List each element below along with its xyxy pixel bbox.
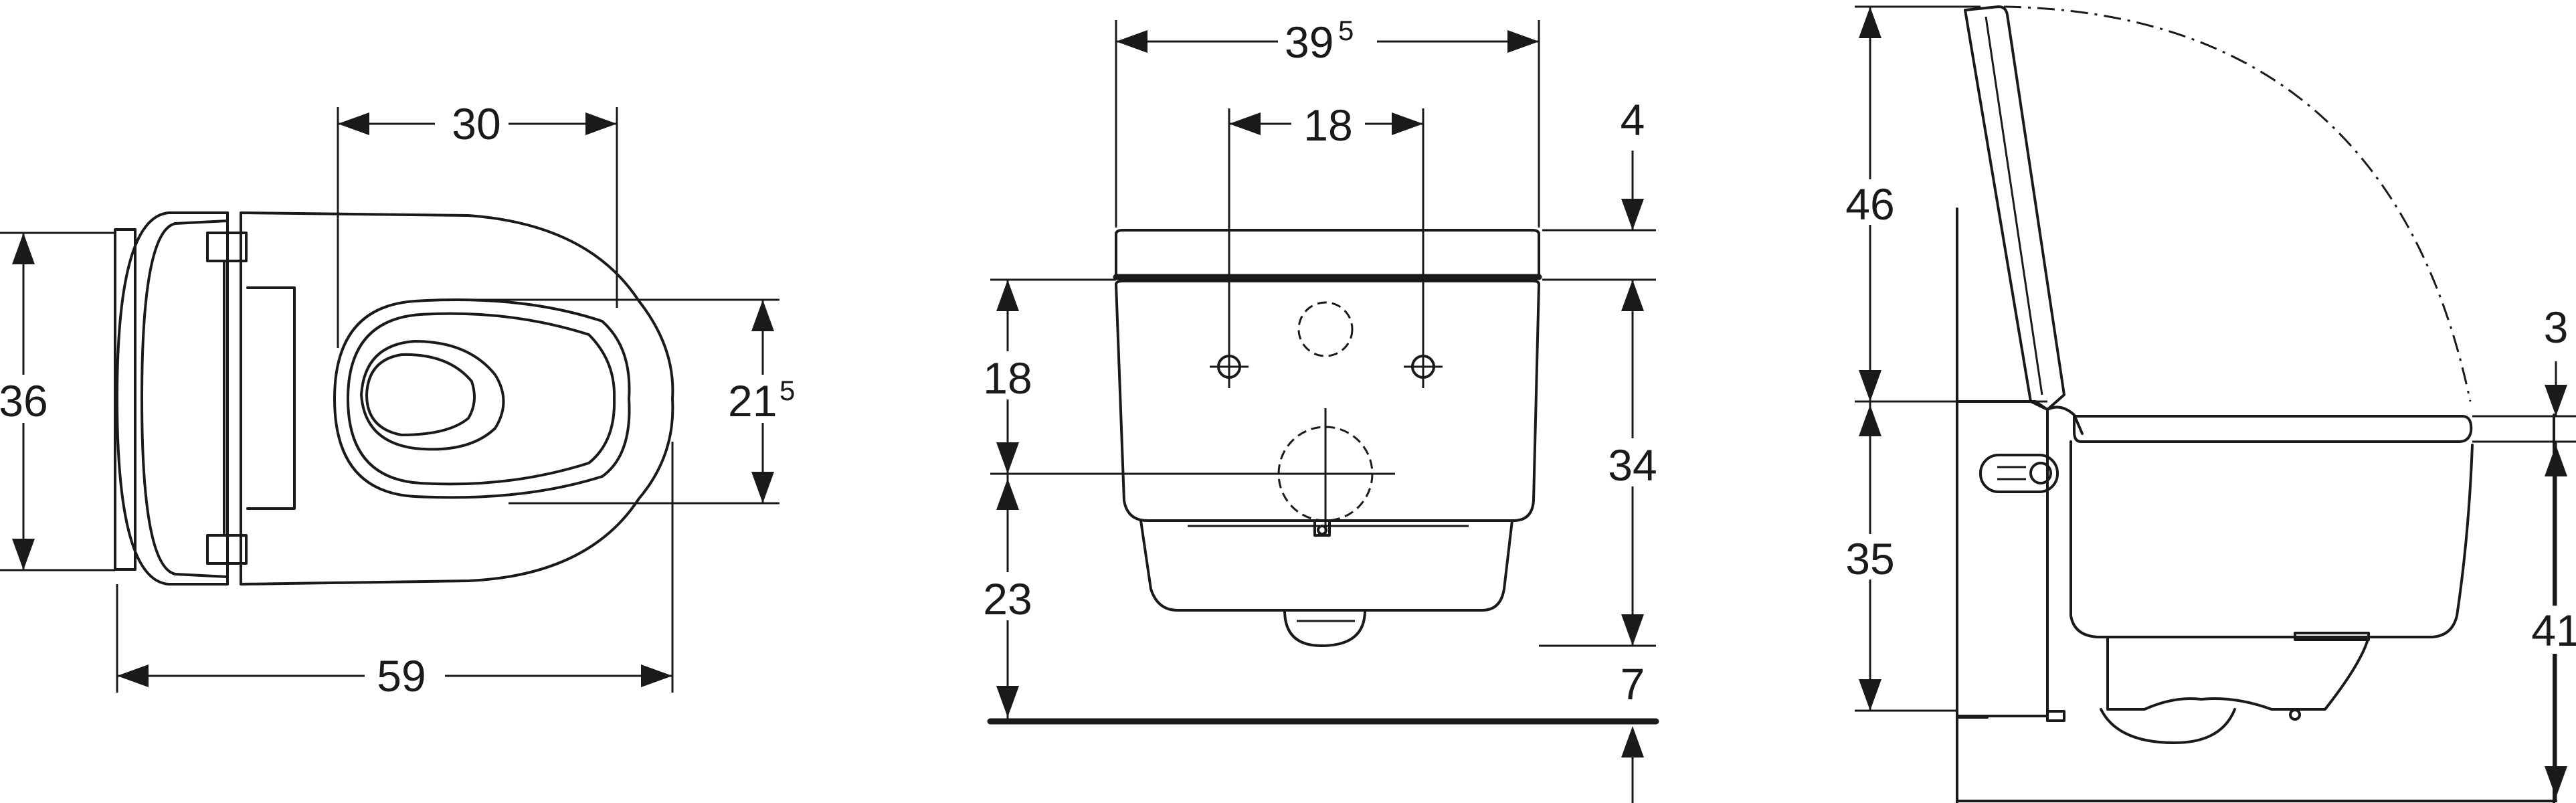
arrow-34-bottom: [1621, 614, 1644, 646]
dim-label-seat-thickness: 4: [1621, 95, 1645, 145]
dim-label-top-depth: 36: [0, 376, 48, 426]
hinge-top: [206, 232, 248, 262]
arrow-41-bottom: [2545, 766, 2567, 798]
arrow-4: [1621, 199, 1644, 230]
arrow-35-bottom: [1859, 679, 1881, 711]
dim-label-rim-height: 41: [2531, 606, 2576, 655]
dim-label-bowl-inner-sup: 5: [779, 375, 795, 406]
arrow-59-right: [641, 664, 672, 687]
dim-label-body-height: 34: [1608, 440, 1657, 490]
bowl-rim-inner: [347, 312, 616, 486]
side-screw: [2289, 709, 2301, 721]
arrow-59-left: [117, 664, 149, 687]
arrow-18v-bottom: [996, 442, 1019, 474]
seat-strip: [1115, 229, 1540, 277]
lid-inner-edge: [1985, 16, 2043, 395]
side-vent: [2294, 632, 2370, 641]
drain-outlet: [2100, 708, 2236, 744]
arrow-395-left: [1116, 30, 1147, 53]
arrow-46-top: [1859, 7, 1881, 38]
frame-foot-pad: [2046, 710, 2065, 722]
arrow-395-right: [1507, 30, 1539, 53]
lid-swing-arc: [2003, 5, 2472, 402]
arrow-18h-right: [1392, 112, 1423, 135]
lower-pan: [1139, 519, 1513, 612]
bowl-well: [360, 340, 505, 451]
arrow-46-bottom: [1859, 370, 1881, 402]
supply-circle: [1297, 301, 1354, 357]
bowl-well-inner: [365, 353, 476, 436]
arrow-30-left: [338, 112, 369, 135]
bowl-body: [1115, 280, 1540, 522]
bowl-bottom: [2106, 636, 2370, 711]
arrow-36-top: [12, 233, 35, 264]
dim-label-top-length: 59: [377, 651, 426, 701]
mounting-frame: [1956, 400, 2049, 717]
arrow-34-top: [1621, 280, 1644, 311]
control-unit: [1979, 454, 2059, 493]
dim-label-bowl-inner: 21: [728, 376, 777, 426]
control-knob: [2029, 462, 2052, 484]
arrow-215-top: [751, 300, 774, 331]
dim-label-lid-height: 46: [1845, 179, 1894, 229]
dim-label-top-width: 30: [452, 99, 500, 149]
dim-label-seat-height: 35: [1845, 534, 1894, 584]
bowl-rim: [333, 298, 631, 499]
arrow-23-bottom: [996, 686, 1019, 717]
dim-label-front-width-sup: 5: [1338, 15, 1354, 46]
front-view: 39 5 18 4 34 7 18: [970, 15, 1669, 803]
fixing-right: [1404, 345, 1443, 388]
arrow-215-bottom: [751, 472, 774, 503]
dim-label-front-width: 39: [1285, 17, 1333, 67]
seat-side: [2073, 415, 2473, 443]
seat-back-inner: [141, 219, 229, 578]
dim-label-clearance: 7: [1621, 659, 1645, 709]
bowl-side: [2069, 440, 2474, 638]
dim-label-fixing-height: 18: [983, 353, 1032, 403]
arrow-30-right: [585, 112, 617, 135]
lid-open: [1964, 5, 2065, 411]
dim-label-drain-height: 23: [983, 574, 1032, 624]
top-view: 30 36 21 5 59: [0, 99, 806, 701]
arrow-18h-left: [1229, 112, 1261, 135]
arrow-7: [1621, 726, 1644, 757]
seat-back-outline: [116, 211, 229, 586]
arrow-23-top: [996, 478, 1019, 510]
arrow-36-bottom: [12, 539, 35, 570]
side-view: 46 35 3 41: [1837, 5, 2576, 803]
hinge-bottom: [206, 534, 248, 565]
dim-label-fixing-spacing: 18: [1303, 100, 1352, 150]
hinge-side: [2046, 406, 2084, 435]
wall-plate: [114, 228, 136, 571]
arrow-3: [2545, 385, 2567, 416]
arrow-18v-top: [996, 280, 1019, 311]
control-recess: [246, 286, 296, 510]
bowl-outer: [240, 211, 674, 586]
fixing-left: [1210, 345, 1249, 388]
arrow-41-top: [2545, 445, 2567, 476]
drain-bulb: [1283, 609, 1366, 647]
arrow-35-top: [1859, 405, 1881, 436]
dim-label-seat-gap: 3: [2544, 302, 2569, 352]
